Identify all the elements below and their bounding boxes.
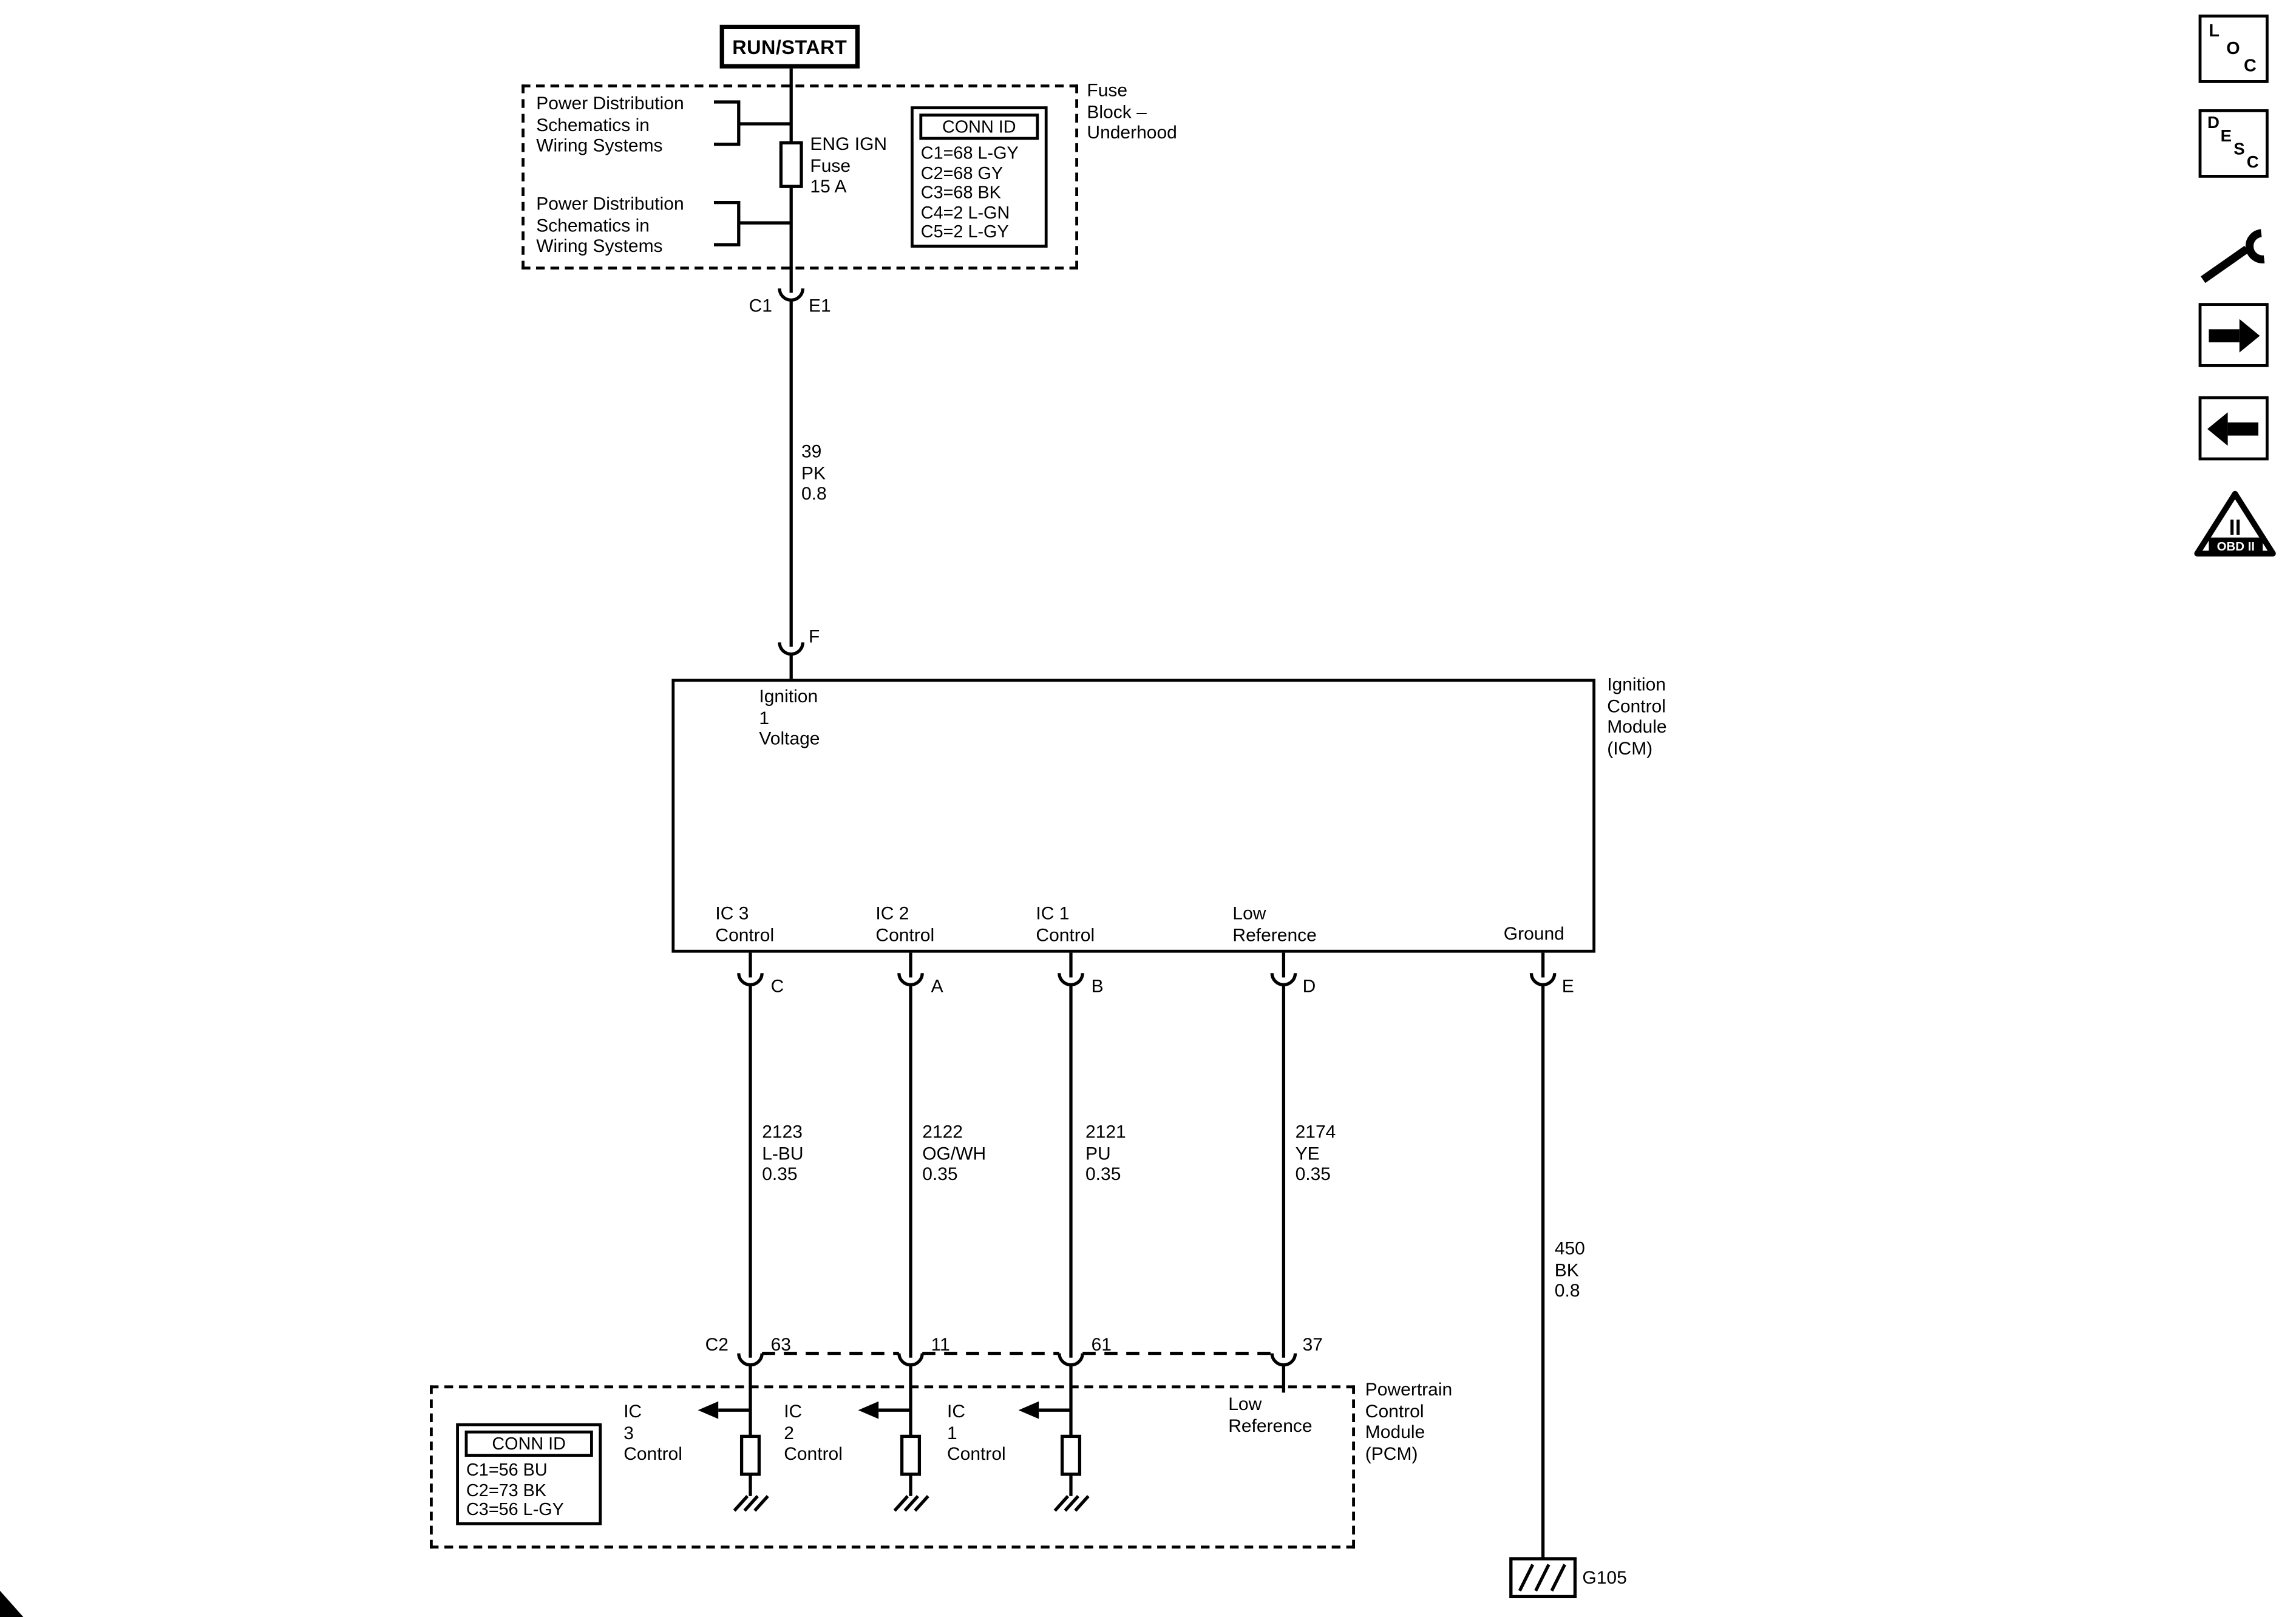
ignition-feed-circuit xyxy=(714,68,805,679)
pcm-terminal-63-label: 63 xyxy=(770,1334,791,1355)
conn-id-row: C2=68 GY xyxy=(920,162,1004,183)
desc-letter: E xyxy=(2220,128,2232,146)
power-dist-ref-bottom: Power Distribution Schematics in Wiring … xyxy=(536,194,684,257)
diagnostic-tools-icon[interactable] xyxy=(2201,211,2269,283)
forward-arrow-glyph xyxy=(2209,319,2260,353)
fuse-block-label: Fuse Block – Underhood xyxy=(1087,80,1177,143)
terminal-b-symbol xyxy=(1058,973,1084,986)
pcm-connector-row xyxy=(737,1351,1297,1367)
pcm-terminal-37-label: 37 xyxy=(1302,1334,1323,1355)
pcm-internal-circuitry xyxy=(698,1364,1286,1512)
loc-letter: O xyxy=(2226,38,2240,58)
loc-letter: L xyxy=(2209,20,2220,41)
icm-pin-low-reference: Low Reference xyxy=(1232,903,1317,945)
terminal-a-symbol xyxy=(897,973,924,986)
wire-2123-label: 2123 L-BU 0.35 xyxy=(762,1122,804,1185)
pcm-connector-c2-label: C2 xyxy=(705,1334,729,1355)
pcm-terminal-61-symbol xyxy=(1058,1353,1084,1367)
ground-g105-label: G105 xyxy=(1582,1567,1627,1588)
icm-pins-and-wires xyxy=(737,952,1557,1559)
ignition-1-voltage-pin-label: Ignition 1 Voltage xyxy=(759,686,820,749)
terminal-e-symbol xyxy=(1529,973,1557,986)
wire-39-label: 39 PK 0.8 xyxy=(801,441,827,504)
conn-id-table-pcm: CONN ID C1=56 BU C2=73 BK C3=56 L-GY xyxy=(456,1423,602,1525)
conn-id-title: CONN ID xyxy=(919,114,1039,140)
pcm-terminal-11-symbol xyxy=(897,1353,924,1367)
ic1-signal-arrow xyxy=(1018,1401,1039,1419)
obd-ii-warning-icon[interactable]: II OBD II xyxy=(2194,490,2276,557)
icm-pin-ground: Ground xyxy=(1503,923,1564,944)
pcm-terminal-11-label: 11 xyxy=(931,1334,950,1355)
conn-id-row: C3=68 BK xyxy=(920,182,1001,203)
wire-2122-label: 2122 OG/WH 0.35 xyxy=(922,1122,987,1185)
loc-letter: C xyxy=(2244,55,2257,76)
pcm-terminal-63-symbol xyxy=(737,1353,764,1367)
conn-id-row: C3=56 L-GY xyxy=(466,1499,564,1520)
run-start-box: RUN/START xyxy=(719,24,860,69)
wire-2121-label: 2121 PU 0.35 xyxy=(1085,1122,1126,1185)
conn-id-title: CONN ID xyxy=(464,1430,593,1457)
desc-letter: S xyxy=(2233,141,2245,159)
pcm-box-label: Powertrain Control Module (PCM) xyxy=(1365,1379,1453,1463)
terminal-c-symbol xyxy=(737,973,764,986)
pcm-signal-ic2-control: IC 2 Control xyxy=(784,1401,843,1464)
terminal-d-label: D xyxy=(1302,976,1316,997)
icm-pin-ic2-control: IC 2 Control xyxy=(875,903,935,945)
conn-id-row: C4=2 L-GN xyxy=(920,202,1010,223)
desc-icon[interactable]: D E S C xyxy=(2198,109,2269,178)
terminal-d-symbol xyxy=(1270,973,1297,986)
icm-pin-ic3-control: IC 3 Control xyxy=(715,903,775,945)
wire-2174-label: 2174 YE 0.35 xyxy=(1295,1122,1336,1185)
icm-box xyxy=(671,679,1595,953)
terminal-f-label: F xyxy=(809,626,820,647)
pcm-signal-ic3-control: IC 3 Control xyxy=(623,1401,682,1464)
terminal-b-label: B xyxy=(1091,976,1104,997)
pcm-boundary xyxy=(430,1385,1355,1549)
ground-g105-symbol xyxy=(1509,1557,1577,1599)
power-dist-ref-top: Power Distribution Schematics in Wiring … xyxy=(536,93,684,156)
icm-terminal-f-symbol xyxy=(778,642,805,656)
pcm-signal-ic1-control: IC 1 Control xyxy=(947,1401,1006,1464)
obd-label: OBD II xyxy=(2217,540,2255,554)
conn-id-row: C1=56 BU xyxy=(466,1459,548,1480)
back-arrow-icon[interactable] xyxy=(2198,396,2269,461)
icm-pin-ic1-control: IC 1 Control xyxy=(1036,903,1095,945)
obd-banner xyxy=(2209,537,2263,554)
inline-connector-symbol xyxy=(778,288,805,302)
page-corner-mark xyxy=(0,1590,24,1617)
pcm-terminal-61-label: 61 xyxy=(1091,1334,1112,1355)
ic2-signal-arrow xyxy=(858,1401,879,1419)
desc-letter: D xyxy=(2207,115,2220,133)
pcm-signal-low-reference: Low Reference xyxy=(1228,1394,1313,1436)
forward-arrow-icon[interactable] xyxy=(2198,303,2269,367)
conn-id-table-fuse-block: CONN ID C1=68 L-GY C2=68 GY C3=68 BK C4=… xyxy=(911,106,1048,248)
fuse-label: ENG IGN Fuse 15 A xyxy=(810,134,888,197)
back-arrow-glyph xyxy=(2207,412,2259,446)
conn-id-row: C1=68 L-GY xyxy=(920,143,1019,163)
ic3-signal-arrow xyxy=(698,1401,719,1419)
pcm-terminal-37-symbol xyxy=(1270,1353,1297,1367)
connector-c1-label: C1 xyxy=(749,296,772,316)
loc-icon[interactable]: L O C xyxy=(2198,15,2269,83)
terminal-a-label: A xyxy=(931,976,943,997)
run-start-label: RUN/START xyxy=(732,35,847,58)
conn-id-row: C2=73 BK xyxy=(466,1479,547,1500)
resistor-symbol xyxy=(900,1434,922,1476)
desc-letter: C xyxy=(2246,154,2259,172)
wrench-icon xyxy=(2245,229,2265,263)
connector-e1-label: E1 xyxy=(809,296,831,316)
terminal-e-label: E xyxy=(1561,976,1574,997)
conn-id-row: C5=2 L-GY xyxy=(920,222,1009,243)
wire-450-label: 450 BK 0.8 xyxy=(1554,1238,1585,1301)
terminal-c-label: C xyxy=(770,976,784,997)
fuse-block-boundary xyxy=(521,84,1079,270)
left-arrow-glyph xyxy=(2204,211,2269,238)
icm-box-label: Ignition Control Module (ICM) xyxy=(1607,674,1667,759)
obd-mark: II xyxy=(2229,515,2241,540)
